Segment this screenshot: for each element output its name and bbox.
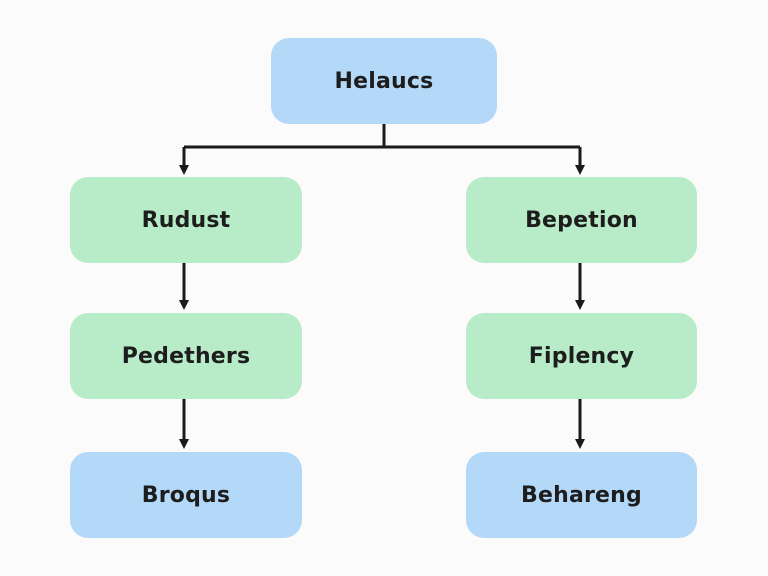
node-left-1: Rudust [70, 177, 302, 263]
node-right-1: Bepetion [466, 177, 697, 263]
node-right-3: Behareng [466, 452, 697, 538]
node-left-2: Pedethers [70, 313, 302, 399]
node-left-3: Broqus [70, 452, 302, 538]
node-root: Helaucs [271, 38, 497, 124]
node-right-2: Fiplency [466, 313, 697, 399]
